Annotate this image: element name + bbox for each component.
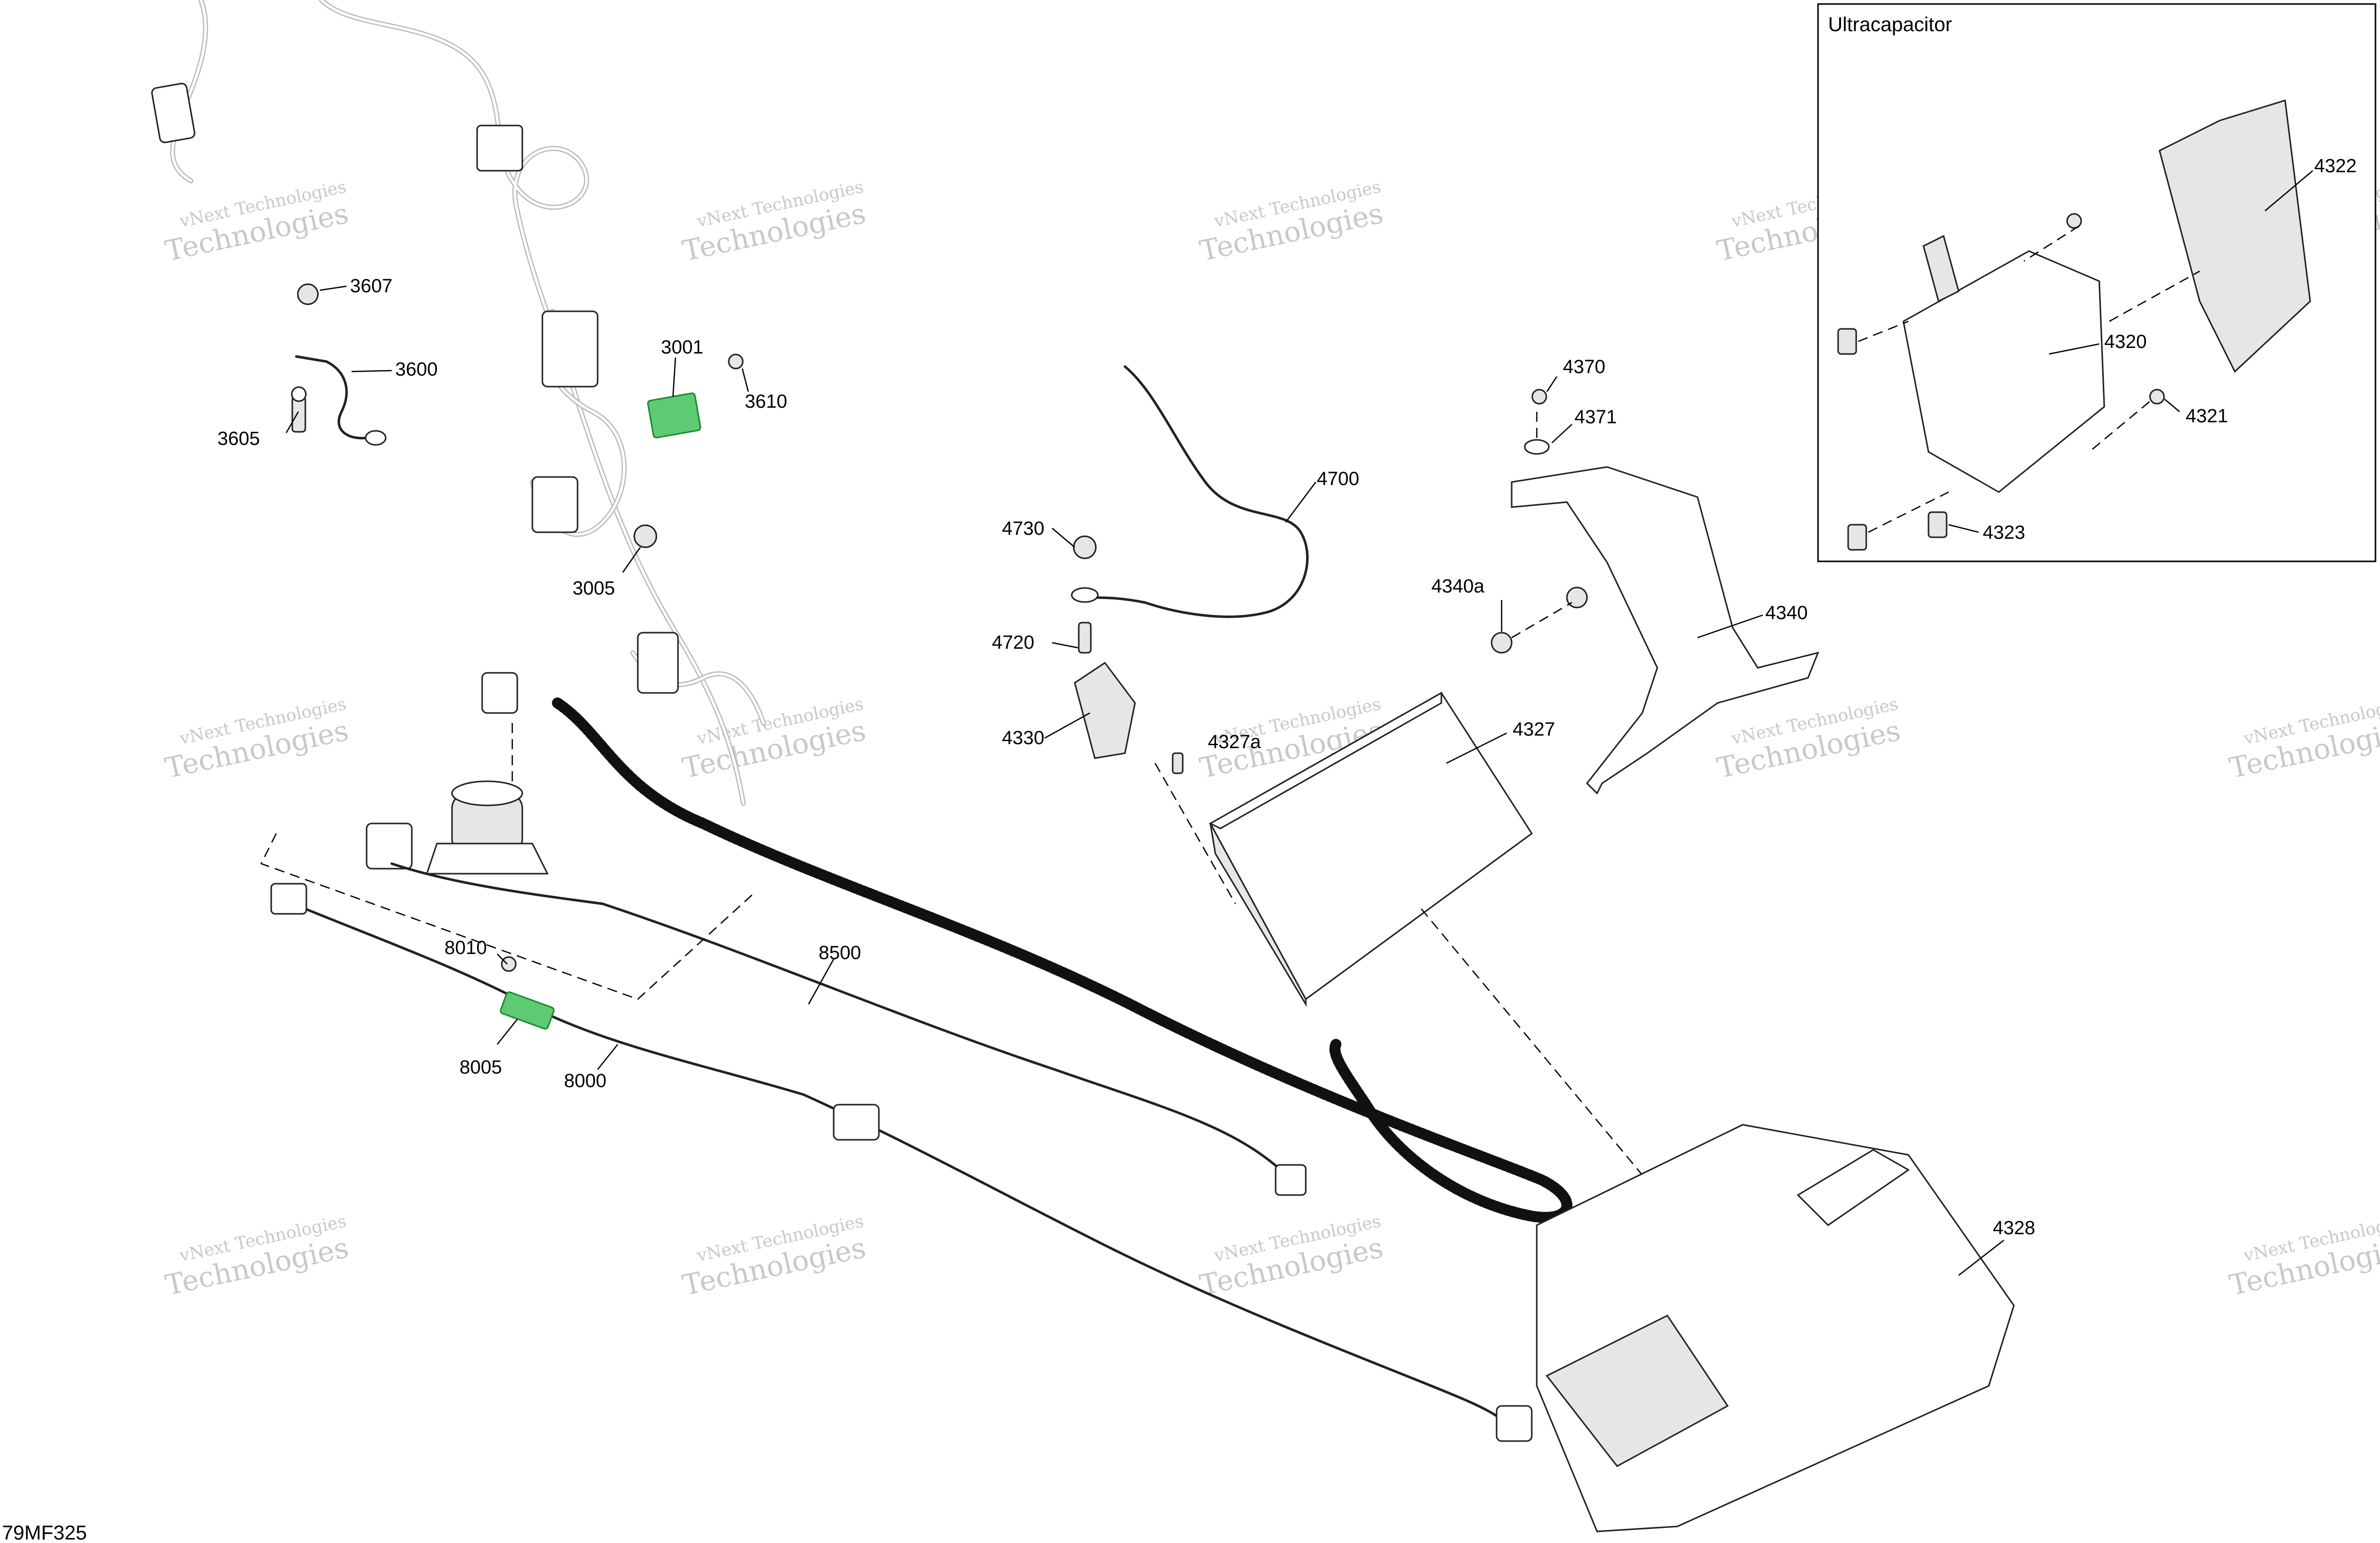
callout-3610: 3610 — [745, 391, 787, 412]
callout-3605: 3605 — [217, 428, 260, 449]
callout-3600: 3600 — [395, 359, 438, 380]
nut-3005 — [633, 524, 657, 548]
assembly-guide — [260, 833, 754, 1000]
callout-4720: 4720 — [992, 632, 1035, 653]
callout-4321: 4321 — [2186, 406, 2228, 427]
diagram-code: 79MF325 — [2, 1522, 87, 1543]
callout-3005: 3005 — [573, 578, 615, 599]
screw-4370 — [1531, 389, 1547, 405]
terminal-cap-4330 — [1074, 661, 1136, 759]
leader-lines — [285, 170, 2313, 1276]
callout-4327: 4327 — [1513, 719, 1555, 740]
inset-title: Ultracapacitor — [1828, 14, 1952, 36]
solenoid-assembly — [366, 672, 549, 875]
bracket-4340 — [1511, 466, 1820, 795]
highlighted-clip-3001 — [647, 392, 702, 439]
ground-cable-3600 — [291, 283, 387, 446]
highlighted-clip-8005 — [500, 991, 555, 1030]
wiring-8000 — [280, 897, 1498, 1417]
callout-8500: 8500 — [819, 942, 861, 964]
callout-4322: 4322 — [2314, 156, 2357, 177]
nut-4340a — [1491, 632, 1513, 654]
washer-4371 — [1524, 439, 1550, 455]
callout-3001: 3001 — [661, 337, 704, 358]
callout-4730: 4730 — [1002, 518, 1045, 539]
callout-labels: 3607 3600 3605 3001 3610 3005 4700 4730 … — [217, 156, 2357, 1239]
cover-4328 — [1536, 1124, 2015, 1532]
screw-4327a — [1172, 752, 1184, 774]
screw-8010 — [501, 956, 517, 972]
screw-3610 — [728, 353, 744, 370]
battery-4327 — [1208, 691, 1533, 1007]
callout-4330: 4330 — [1002, 728, 1045, 749]
callout-4320: 4320 — [2104, 331, 2147, 352]
positive-cable-4700 — [1083, 365, 1309, 618]
callout-8010: 8010 — [444, 937, 487, 959]
callout-4327a: 4327a — [1208, 732, 1262, 753]
callout-3607: 3607 — [350, 276, 393, 297]
wiring-8500 — [390, 862, 1282, 1171]
callout-4370: 4370 — [1563, 357, 1606, 378]
callout-8000: 8000 — [564, 1071, 607, 1092]
callout-4371: 4371 — [1574, 407, 1617, 428]
bolt-4720 — [1078, 622, 1092, 654]
nut-4730 — [1073, 535, 1097, 559]
ultracapacitor-inset: Ultracapacitor — [1817, 3, 2376, 562]
callout-4340a: 4340a — [1431, 576, 1485, 597]
main-wiring-harness — [151, 0, 766, 806]
callout-8005: 8005 — [460, 1057, 502, 1078]
callout-4340: 4340 — [1765, 603, 1808, 624]
callout-4700: 4700 — [1317, 468, 1359, 490]
battery-cable-heavy — [552, 697, 1573, 1223]
callout-4323: 4323 — [1983, 522, 2025, 543]
callout-4328: 4328 — [1993, 1218, 2035, 1239]
